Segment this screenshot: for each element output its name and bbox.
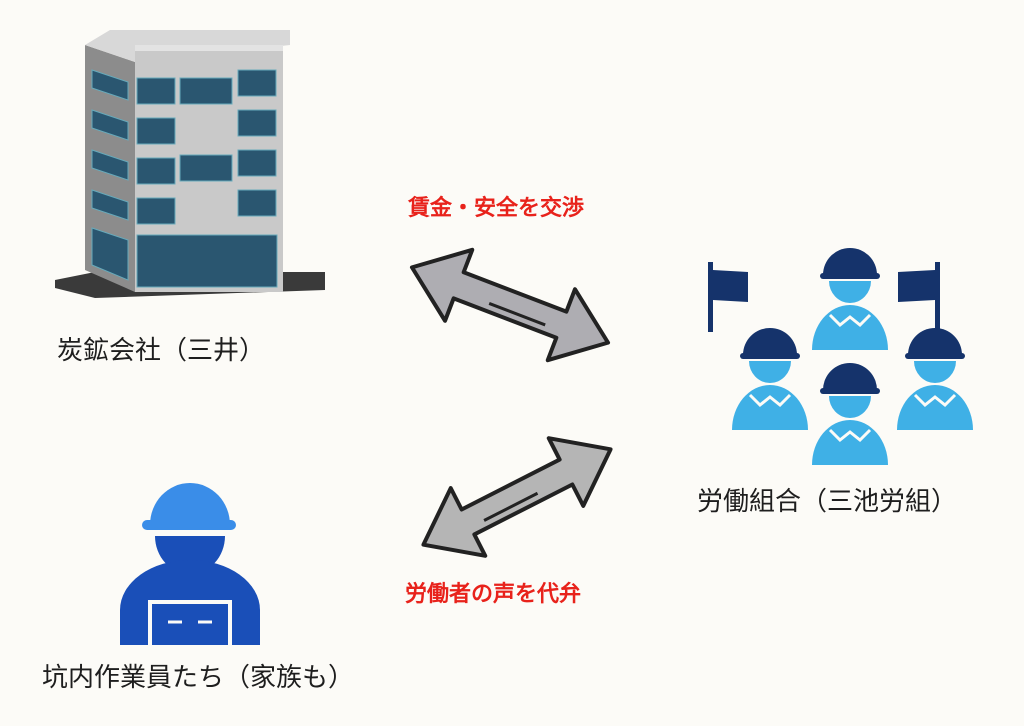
miners-label: 坑内作業員たち（家族も） [42,663,355,693]
double-arrow-company-union [409,247,611,363]
edge-label-representation: 労働者の声を代弁 [405,582,582,607]
company-label: 炭鉱会社（三井） [57,336,266,366]
miner-worker-icon [120,483,260,645]
union-workers-group-icon [708,246,975,467]
double-arrow-miners-union [421,436,613,558]
union-label: 労働組合（三池労組） [697,487,958,517]
edge-label-negotiation: 賃金・安全を交渉 [408,196,585,221]
office-building-icon [55,30,325,298]
